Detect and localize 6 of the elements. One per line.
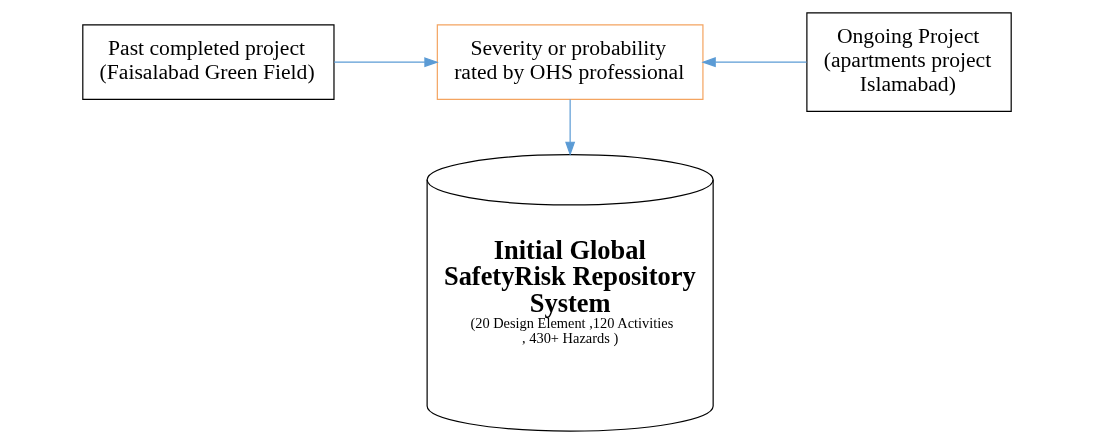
- node-box: Ongoing Project (apartments project Islamabad): [805, 12, 1012, 113]
- arrow: [700, 57, 807, 68]
- node-box: Past completed project (Faisalabad Green Field): [81, 24, 335, 100]
- node-box: Severity or probability rated by OHS professional: [436, 24, 704, 100]
- arrow: [333, 57, 439, 68]
- arrow: [564, 98, 575, 157]
